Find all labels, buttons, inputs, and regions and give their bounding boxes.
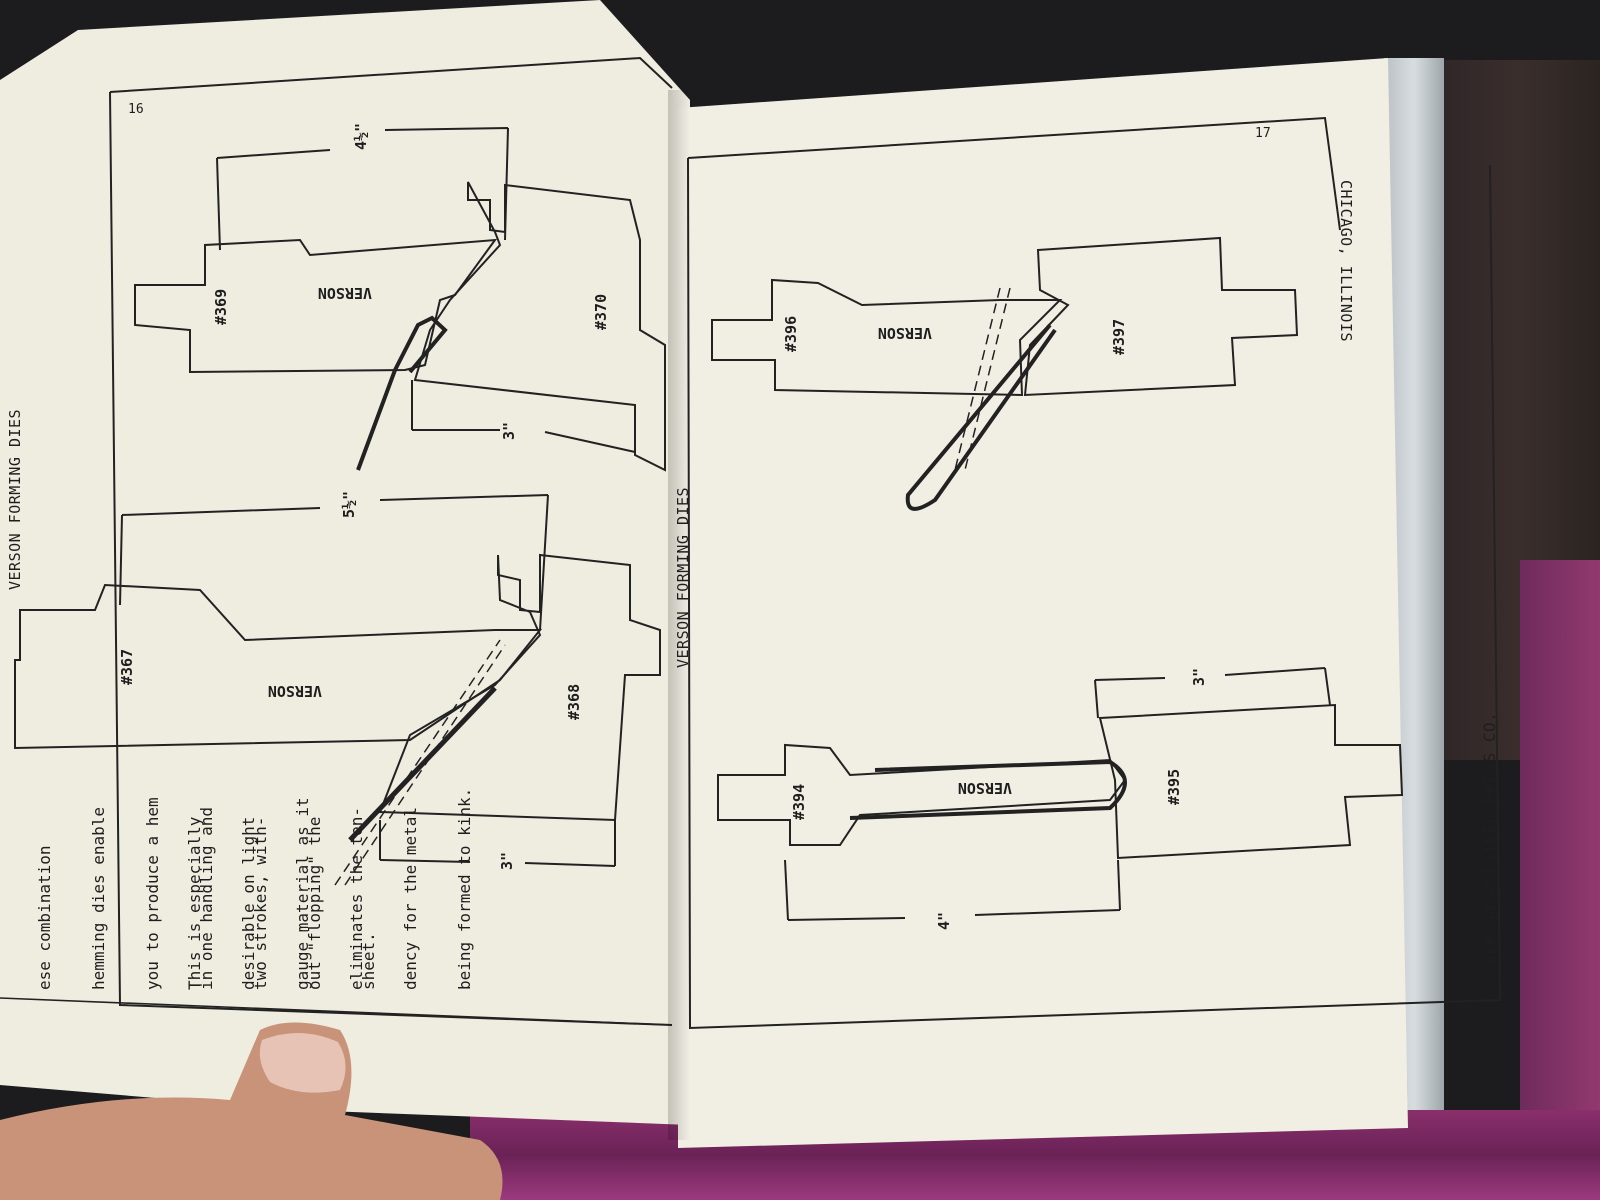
plastic-bin-side: [1520, 560, 1600, 1200]
die-369-label: #369: [212, 288, 230, 325]
die-394-brand: VERSON: [957, 779, 1012, 797]
right-running-header: VERSON FORMING DIES: [674, 486, 692, 668]
paragraph-2-line: being formed to kink.: [455, 787, 474, 990]
paragraph-2-line: eliminates the ten-: [347, 806, 366, 990]
paragraph-2: This is especially desirable on light ga…: [150, 730, 492, 990]
die-368-outline: [378, 553, 661, 822]
die-369-brand: VERSON: [317, 284, 372, 302]
die-370-outline: [413, 181, 666, 472]
die-395-label: #395: [1165, 768, 1183, 805]
die-394-outline: [717, 743, 1127, 846]
paragraph-2-line: desirable on light: [239, 816, 258, 990]
paragraph-2-line: dency for the metal: [401, 806, 420, 990]
die-394-label: #394: [790, 783, 808, 820]
dim-4-5: 4½": [352, 122, 370, 150]
right-page-number: 17: [1255, 126, 1271, 141]
die-397-outline: [1023, 236, 1299, 397]
dim-3-lower: 3": [498, 851, 516, 870]
location-header: CHICAGO, ILLINOIS: [1337, 180, 1355, 343]
paragraph-1-line: hemming dies enable: [89, 806, 108, 990]
left-running-header: VERSON FORMING DIES: [6, 408, 24, 590]
die-396-label: #396: [782, 315, 800, 352]
die-369-outline: [134, 238, 498, 374]
dim-3-upper: 3": [500, 421, 518, 440]
die-370-label: #370: [592, 293, 610, 330]
die-397-label: #397: [1110, 318, 1128, 355]
die-368-label: #368: [565, 683, 583, 720]
right-page: [678, 58, 1408, 1148]
dim-4-right: 4": [935, 911, 953, 930]
paragraph-1-line: ese combination: [35, 845, 54, 991]
paragraph-2-line: This is especially: [185, 816, 204, 990]
die-367-brand: VERSON: [267, 682, 322, 700]
book-gutter: [668, 90, 690, 1140]
dim-3-right: 3": [1190, 667, 1208, 686]
paragraph-2-line: gauge material as it: [293, 797, 312, 990]
hand-thumb: [0, 1022, 503, 1200]
die-395-outline: [1098, 703, 1404, 860]
company-header: VERSON ALLSTEEL PRESS CO.: [1480, 711, 1499, 965]
die-396-brand: VERSON: [877, 324, 932, 342]
dim-5-5: 5½": [340, 490, 358, 518]
left-page-number: 16: [128, 102, 144, 117]
die-367-label: #367: [118, 648, 136, 685]
